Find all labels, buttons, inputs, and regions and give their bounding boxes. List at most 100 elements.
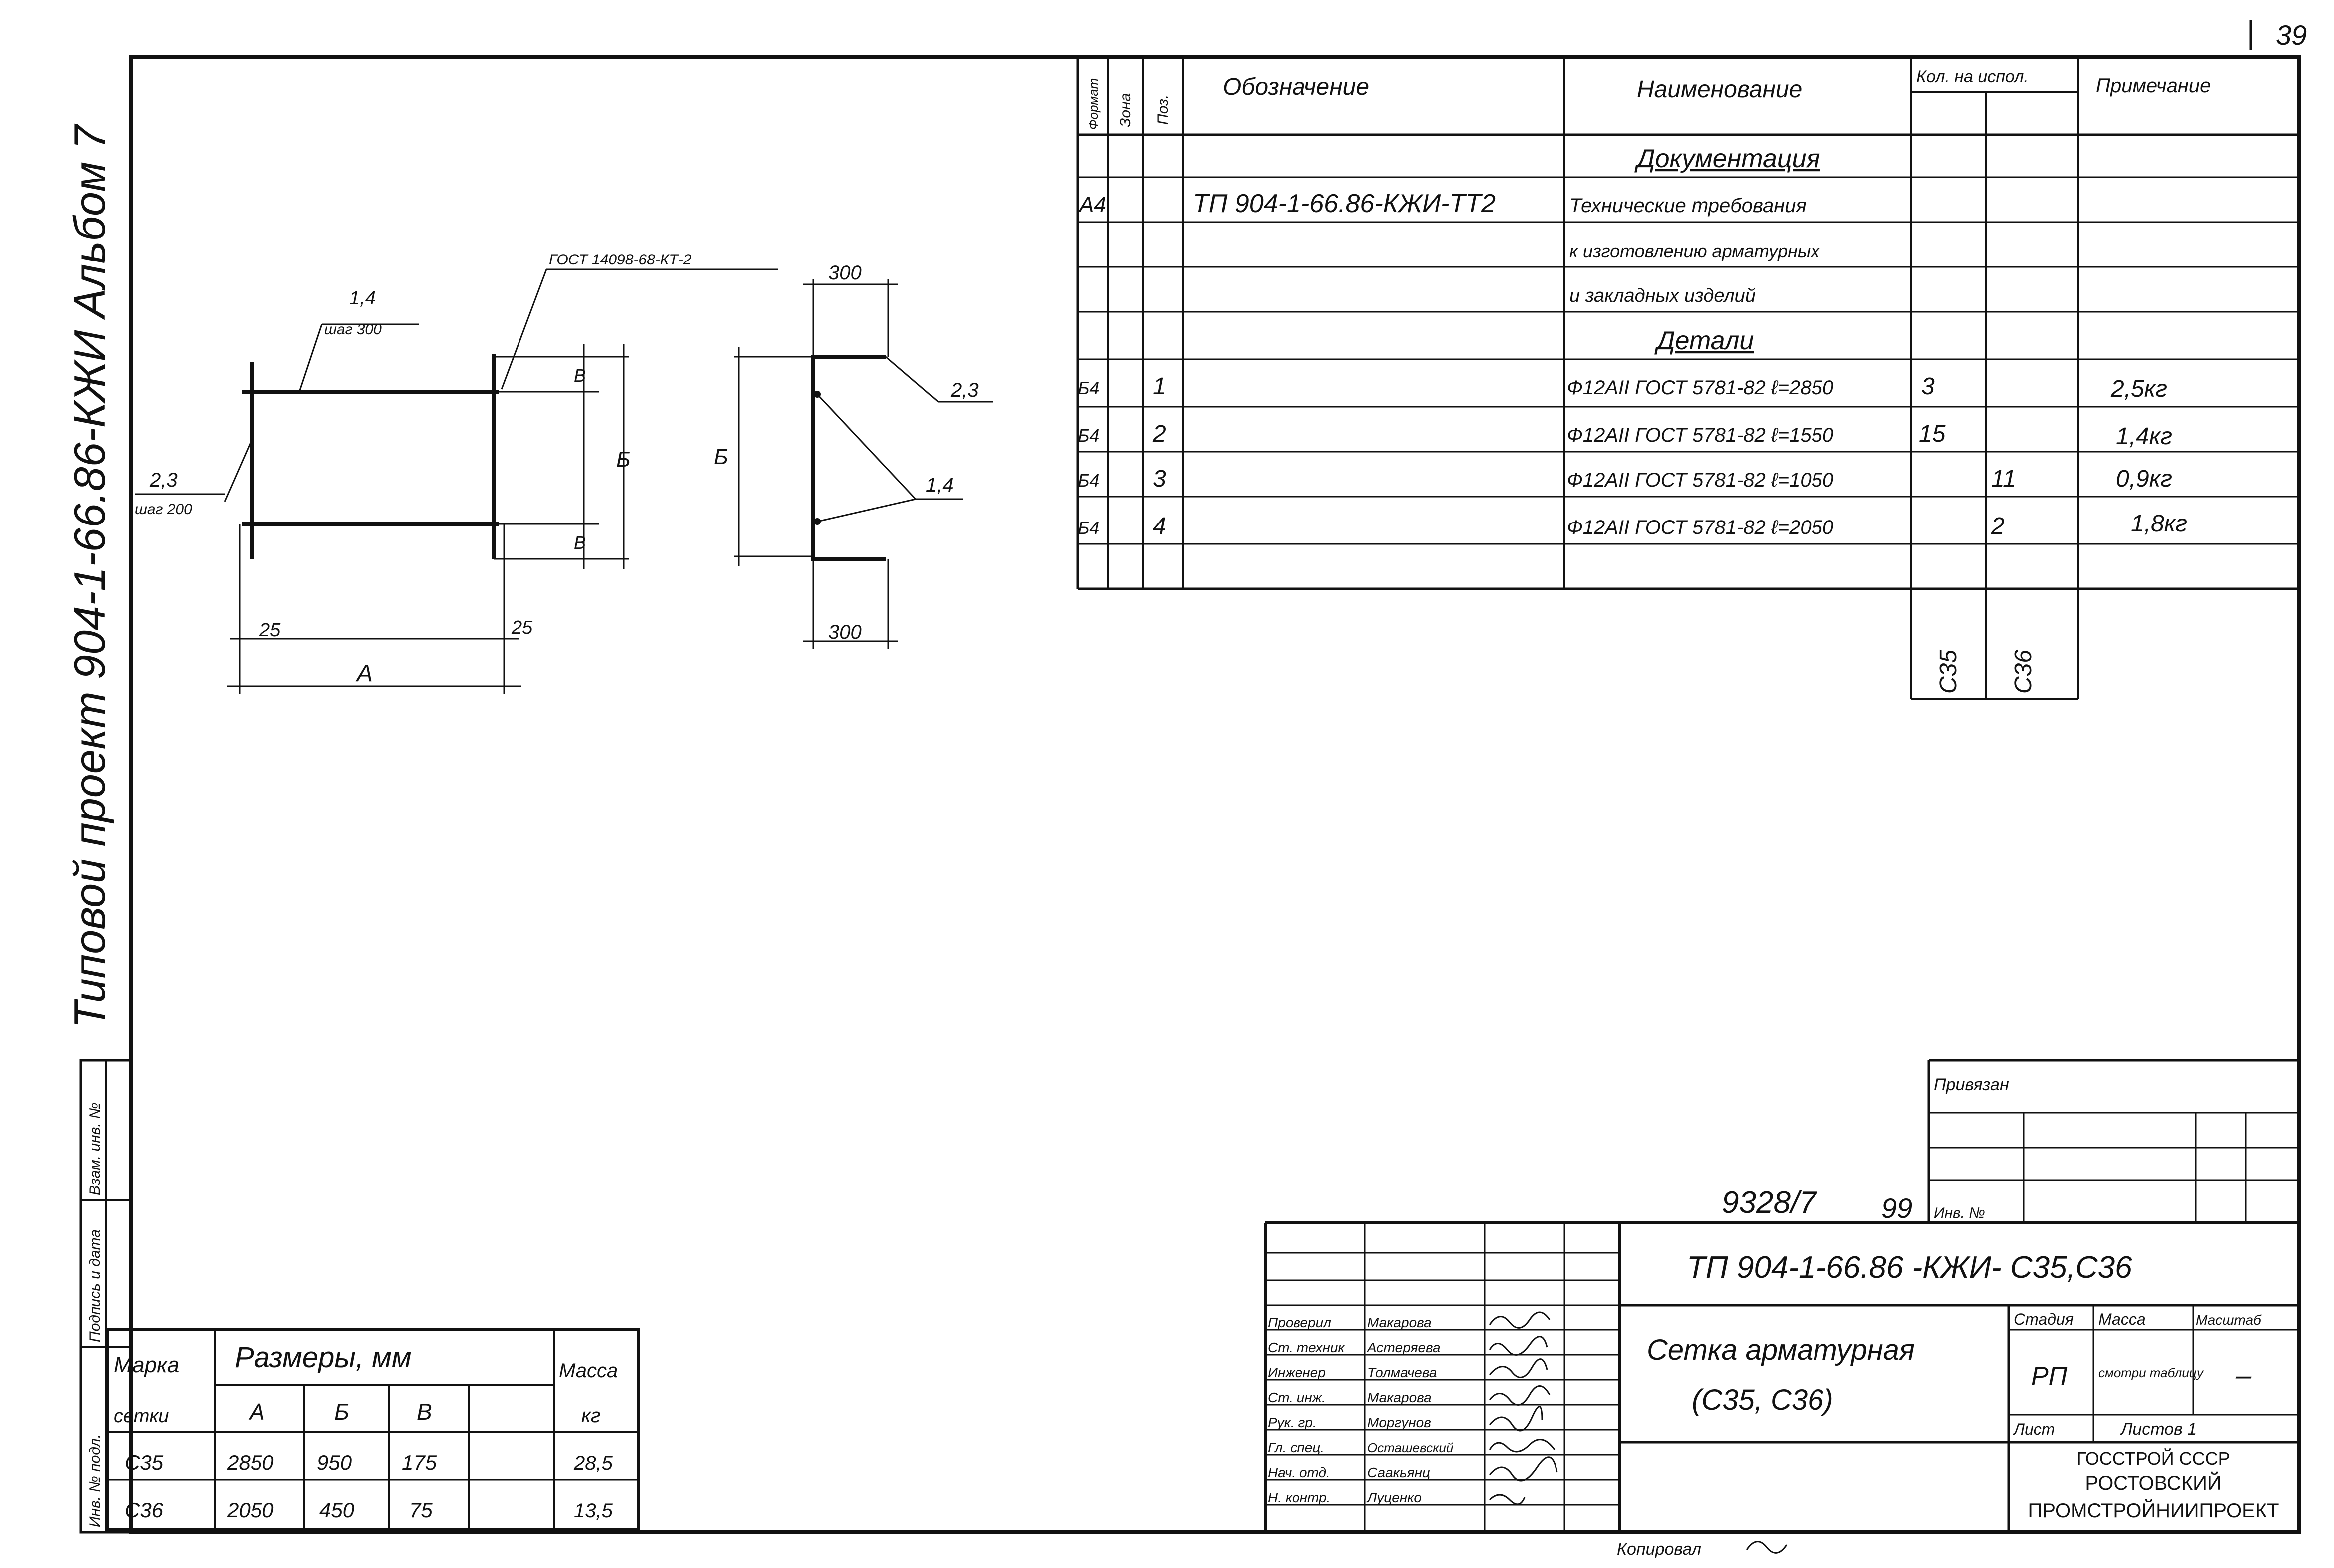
spec-row8-format: Б4: [1078, 518, 1099, 538]
spec-row6-name: Ф12АII ГОСТ 5781-82 ℓ=1550: [1567, 424, 1833, 446]
spec-header-note: Примечание: [2096, 75, 2211, 97]
org-line1: ГОССТРОЙ СССР: [2076, 1448, 2230, 1469]
dim-300-top: 300: [828, 262, 862, 284]
binding-label: Привязан: [1934, 1075, 2009, 1094]
spec-header-qty: Кол. на испол.: [1916, 67, 2029, 86]
spec-row1-designation: ТП 904-1-66.86-КЖИ-ТТ2: [1193, 189, 1496, 218]
label-step-top: шаг 300: [324, 321, 382, 338]
handwritten-page: 99: [1881, 1192, 1912, 1224]
dims-row2-a: 2050: [227, 1498, 274, 1522]
spec-row8-name: Ф12АII ГОСТ 5781-82 ℓ=2050: [1567, 517, 1833, 538]
sheet-label: Лист: [2013, 1420, 2055, 1438]
spec-row8-pos: 4: [1153, 513, 1166, 539]
org-line2: РОСТОВСКИЙ: [2085, 1471, 2221, 1494]
dims-header-mark: Марка: [114, 1353, 179, 1377]
dim-300-bottom: 300: [828, 621, 862, 643]
sheet-number: 39: [2276, 19, 2307, 51]
sheets-label: Листов 1: [2120, 1420, 2197, 1439]
spec-header-designation: Обозначение: [1223, 74, 1369, 100]
dims-header-mark2: сетки: [114, 1406, 169, 1427]
signer-name-8: Луценко: [1366, 1490, 1422, 1505]
signer-role-2: Ст. техник: [1268, 1340, 1345, 1355]
spec-row8-q2: 2: [1991, 513, 2005, 539]
label-callout-14: 1,4: [926, 474, 954, 496]
dims-header-mass: Масса: [559, 1360, 618, 1382]
dim-v-bottom: В: [574, 532, 586, 553]
signer-name-6: Осташевский: [1367, 1440, 1453, 1455]
dims-row2-mark: С36: [125, 1498, 164, 1522]
handwritten-number: 9328/7: [1722, 1185, 1817, 1220]
signer-role-8: Н. контр.: [1268, 1490, 1330, 1505]
copied-by: Копировал: [1617, 1540, 1701, 1559]
signer-role-5: Рук. гр.: [1268, 1415, 1317, 1430]
binding-block: Привязан Инв. № 9328/7 99: [1722, 1059, 2299, 1224]
spec-row7-name: Ф12АII ГОСТ 5781-82 ℓ=1050: [1567, 469, 1833, 491]
mass-header: Масса: [2098, 1310, 2146, 1328]
spec-row5-q1: 3: [1921, 373, 1935, 400]
spec-row5-format: Б4: [1078, 378, 1099, 398]
dims-row1-mark: С35: [125, 1451, 164, 1474]
spec-section-details: Детали: [1654, 326, 1754, 355]
stamp-inv-label: Инв. № подл.: [87, 1434, 103, 1527]
dims-header-v: В: [417, 1399, 432, 1425]
signer-name-3: Толмачева: [1367, 1365, 1437, 1380]
signer-role-1: Проверил: [1268, 1315, 1331, 1330]
org-line3: ПРОМСТРОЙНИИПРОЕКТ: [2028, 1499, 2279, 1522]
spec-section-docs: Документация: [1634, 144, 1820, 173]
mesh-side-view: 1,4 2,3 Б 300 300: [714, 262, 993, 649]
signer-role-7: Нач. отд.: [1268, 1465, 1330, 1480]
copied-by-signature: [1746, 1541, 1788, 1554]
spec-header-pos: Поз.: [1155, 95, 1171, 125]
side-title: Типовой проект 904-1-66.86-КЖИ Альбом 7: [65, 123, 114, 1028]
scale-header: Масштаб: [2196, 1312, 2262, 1328]
spec-row2-name: к изготовлению арматурных: [1569, 241, 1820, 261]
inv-label: Инв. №: [1934, 1205, 1985, 1221]
title-product: Сетка арматурная: [1647, 1334, 1915, 1366]
signature-scribbles: [1489, 1311, 1558, 1505]
side-stamp: Инв. № подл. Подпись и дата Взам. инв. №: [79, 1059, 132, 1534]
signer-name-4: Макарова: [1367, 1390, 1432, 1405]
mesh-plan-view: В В Б 1,4 шаг 300 ГОСТ 14098-68-КТ-2 2,3…: [135, 252, 778, 694]
dims-row1-mass: 28,5: [573, 1452, 613, 1474]
spec-row6-q1: 15: [1919, 421, 1946, 447]
dim-b-side: Б: [714, 445, 728, 469]
spec-row7-note: 0,9кг: [2116, 466, 2172, 492]
mass-value: смотри таблицу: [2098, 1365, 2204, 1380]
scale-value: –: [2235, 1359, 2252, 1391]
signer-role-4: Ст. инж.: [1268, 1390, 1326, 1405]
spec-row5-pos: 1: [1153, 373, 1166, 400]
title-code: ТП 904-1-66.86 -КЖИ- С35,С36: [1687, 1250, 2132, 1285]
signer-role-3: Инженер: [1268, 1365, 1326, 1380]
spec-row8-note: 1,8кг: [2131, 511, 2187, 537]
spec-row5-name: Ф12АII ГОСТ 5781-82 ℓ=2850: [1567, 377, 1833, 399]
sheet-frame: [129, 55, 2301, 1534]
label-pos-left: 2,3: [149, 469, 178, 491]
dim-v-top: В: [574, 365, 586, 386]
dims-row2-b: 450: [319, 1498, 355, 1522]
dims-header-sizes: Размеры, мм: [235, 1341, 412, 1374]
dims-row1-v: 175: [402, 1451, 437, 1474]
spec-header-zone: Зона: [1117, 93, 1134, 127]
signer-role-6: Гл. спец.: [1268, 1440, 1324, 1455]
dims-header-a: А: [248, 1399, 265, 1425]
spec-row6-format: Б4: [1078, 425, 1099, 446]
spec-variant-c35: С35: [1935, 650, 1962, 694]
stage-header: Стадия: [2014, 1310, 2074, 1328]
dims-row2-v: 75: [409, 1498, 433, 1522]
spec-row1-name: Технические требования: [1569, 195, 1807, 217]
signer-name-5: Моргунов: [1367, 1415, 1431, 1430]
label-pos-top: 1,4: [349, 288, 376, 309]
stamp-sign-label: Подпись и дата: [87, 1229, 103, 1342]
signer-name-7: Саакьянц: [1367, 1465, 1430, 1480]
stage-value: РП: [2031, 1362, 2068, 1391]
dims-row1-a: 2850: [227, 1451, 274, 1474]
label-gost: ГОСТ 14098-68-КТ-2: [549, 252, 692, 268]
dim-25-right: 25: [511, 617, 533, 638]
dim-a: А: [355, 660, 373, 687]
dims-row1-b: 950: [317, 1451, 352, 1474]
spec-row6-pos: 2: [1152, 421, 1166, 447]
spec-table: Формат Зона Поз. Обозначение Наименовани…: [1076, 57, 2299, 700]
spec-variant-c36: С36: [2010, 650, 2037, 694]
title-block: Проверил Макарова Ст. техник Астеряева И…: [1264, 1221, 2299, 1532]
